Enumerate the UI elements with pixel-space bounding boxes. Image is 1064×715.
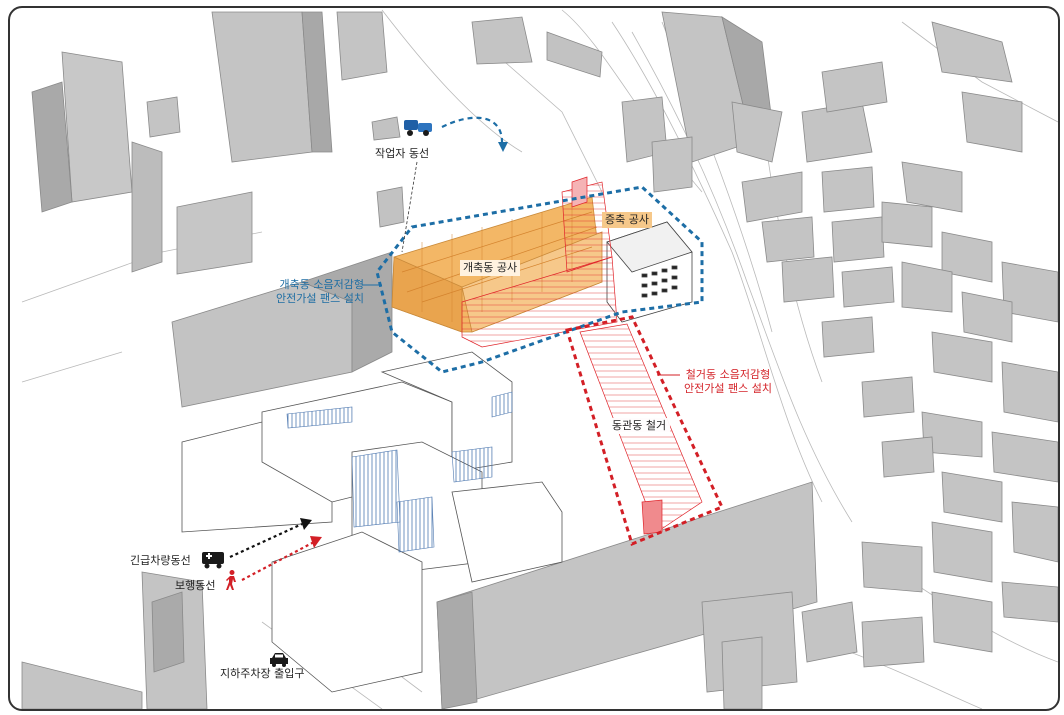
renovation-fence-line-2: 안전가설 팬스 설치 (276, 292, 364, 305)
renovation-fence-line-1: 개축동 소음저감형 (279, 278, 364, 291)
renovation-fence-label: 개축동 소음저감형 안전가설 팬스 설치 (258, 278, 364, 306)
pedestrian-icon (226, 570, 236, 590)
parking-entrance-label: 지하주차장 출입구 (220, 667, 305, 680)
demolition-fence-line-1: 철거동 소음저감형 (685, 368, 771, 381)
extension-work-label: 증축 공사 (602, 212, 652, 228)
red-wireframe-structures (461, 176, 618, 348)
emergency-route-label: 긴급차량동선 (130, 554, 191, 567)
renovation-work-label: 개축동 공사 (460, 260, 521, 276)
car-icon (270, 653, 288, 667)
pedestrian-route-arrow (241, 541, 315, 581)
context-buildings-left (21, 571, 208, 709)
ambulance-icon (202, 552, 224, 569)
renovation-fence-outline (375, 185, 704, 374)
demolition-fence-label: 철거동 소음저감형 안전가설 팬스 설치 (684, 368, 772, 396)
emergency-route-arrow (229, 523, 303, 558)
demolition-fence-line-2: 안전가설 팬스 설치 (684, 382, 772, 395)
pedestrian-route-label: 보행동선 (175, 579, 216, 592)
glass-facades (286, 391, 513, 553)
worker-route-label: 작업자 동선 (375, 147, 430, 160)
context-buildings-right (621, 11, 1058, 623)
isometric-site-diagram (21, 9, 1058, 709)
context-buildings-bottom (436, 481, 993, 709)
worker-route-leader (401, 161, 418, 253)
site-plan-frame: 작업자 동선 증축 공사 개축동 공사 개축동 소음저감형 안전가설 팬스 설치… (8, 6, 1060, 711)
worker-route-arrow (441, 116, 504, 143)
extension-building (606, 221, 693, 323)
truck-icon (404, 120, 432, 136)
demolition-building-label: 동관동 철거 (608, 418, 671, 434)
context-buildings (31, 11, 603, 408)
